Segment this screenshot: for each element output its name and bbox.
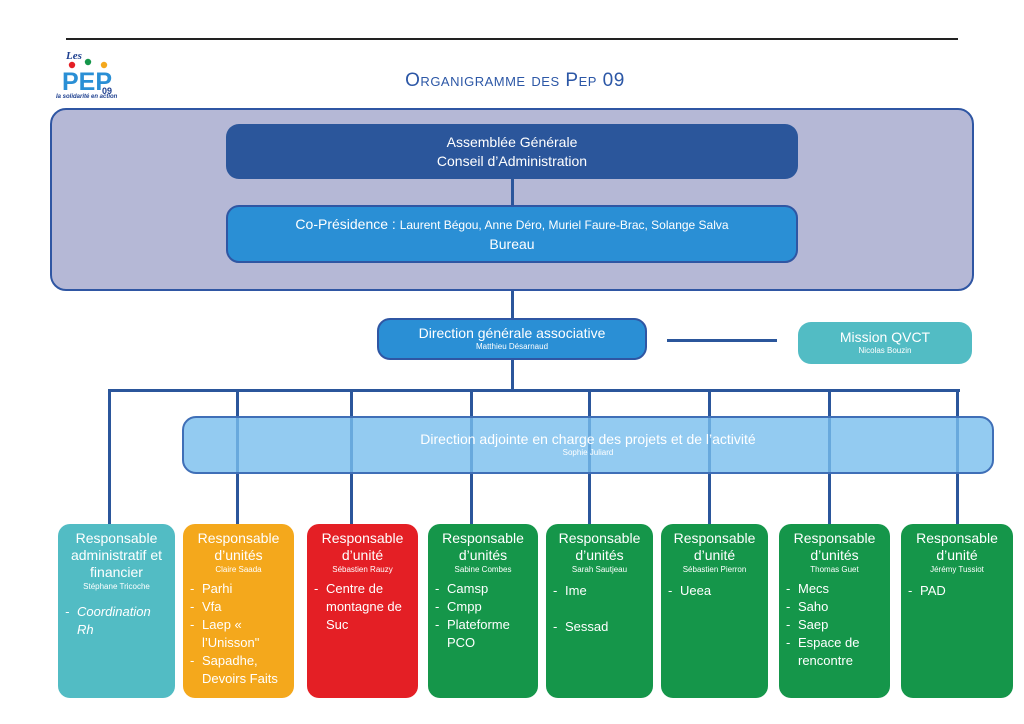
- dga-name: Matthieu Désarnaud: [475, 342, 549, 351]
- unit-item: Saep: [784, 616, 885, 634]
- assemblee-generale-box: Assemblée Générale Conseil d’Administrat…: [226, 124, 798, 179]
- unit-item-list: PAD: [906, 582, 1008, 600]
- unit-manager-name: Claire Saada: [215, 565, 262, 574]
- copresidence-row: Co-Présidence : Laurent Bégou, Anne Déro…: [228, 215, 796, 235]
- page-title: Organigramme des Pep 09: [405, 70, 625, 91]
- qvct-title: Mission QVCT: [839, 329, 931, 345]
- top-rule: [66, 38, 958, 40]
- logo-tagline: la solidarité en action: [56, 94, 118, 100]
- unit-card-sautjeau: Responsable d’unités Sarah Sautjeau Ime …: [546, 524, 653, 698]
- unit-item-list: Coordination Rh: [63, 603, 170, 639]
- connector-dga-qvct: [667, 339, 777, 342]
- direction-generale-box: Direction générale associative Matthieu …: [377, 318, 647, 360]
- bureau-label: Bureau: [489, 235, 535, 252]
- mission-qvct-box: Mission QVCT Nicolas Bouzin: [798, 322, 972, 364]
- unit-item-list: Ime Sessad: [551, 582, 648, 636]
- connector-ag-copresidence: [511, 179, 514, 205]
- unit-title: Responsable d’unité: [321, 530, 404, 563]
- unit-item: Coordination Rh: [63, 603, 170, 639]
- unit-manager-name: Sabine Combes: [454, 565, 512, 574]
- unit-item-list: Mecs Saho Saep Espace de rencontre: [784, 580, 885, 670]
- assembly-line1: Assemblée Générale: [446, 133, 578, 150]
- unit-item: Centre de montagne de Suc: [312, 580, 413, 634]
- copresidence-label: Co-Présidence :: [295, 215, 396, 232]
- unit-title: Responsable d’unités: [442, 530, 524, 563]
- connector-panel-dga: [511, 291, 514, 318]
- unit-manager-name: Sébastien Rauzy: [332, 565, 393, 574]
- unit-item-list: Parhi Vfa Laep « l’Unisson" Sapadhe, Dev…: [188, 580, 289, 688]
- unit-card-rauzy: Responsable d’unité Sébastien Rauzy Cent…: [307, 524, 418, 698]
- unit-item: Parhi: [188, 580, 289, 598]
- pep-logo: Les PEP 09: [58, 48, 122, 104]
- unit-item: PAD: [906, 582, 1008, 600]
- unit-card-admin-finance: Responsable administratif et financier S…: [58, 524, 175, 698]
- unit-item: Sessad: [551, 618, 648, 636]
- connector-dga-bus: [511, 360, 514, 390]
- unit-card-combes: Responsable d’unités Sabine Combes Camsp…: [428, 524, 538, 698]
- unit-card-pierron: Responsable d’unité Sébastien Pierron Ue…: [661, 524, 768, 698]
- direction-adjointe-box: Direction adjointe en charge des projets…: [182, 416, 994, 474]
- unit-title: Responsable d’unité: [916, 530, 998, 563]
- unit-item-list: Ueea: [666, 582, 763, 600]
- adjointe-title: Direction adjointe en charge des projets…: [420, 431, 756, 447]
- unit-item: Laep « l’Unisson": [188, 616, 289, 652]
- unit-item-list: Camsp Cmpp Plateforme PCO: [433, 580, 533, 652]
- unit-title: Responsable d’unités: [197, 530, 280, 563]
- unit-item: Saho: [784, 598, 885, 616]
- horizontal-bus: [108, 389, 960, 392]
- qvct-name: Nicolas Bouzin: [858, 346, 912, 355]
- dga-title: Direction générale associative: [418, 325, 606, 341]
- unit-item-list: Centre de montagne de Suc: [312, 580, 413, 634]
- unit-item: Cmpp: [433, 598, 533, 616]
- unit-item: Ueea: [666, 582, 763, 600]
- unit-item: Plateforme PCO: [433, 616, 533, 652]
- unit-item: Ime: [551, 582, 648, 600]
- unit-manager-name: Stéphane Tricoche: [83, 582, 150, 591]
- unit-manager-name: Sarah Sautjeau: [571, 565, 628, 574]
- svg-text:PEP: PEP: [62, 68, 112, 96]
- unit-item: Mecs: [784, 580, 885, 598]
- unit-manager-name: Thomas Guet: [810, 565, 859, 574]
- unit-title: Responsable d’unité: [673, 530, 756, 563]
- drop-line-1: [108, 389, 111, 524]
- adjointe-name: Sophie Juliard: [562, 448, 614, 457]
- assembly-line2: Conseil d’Administration: [436, 152, 588, 169]
- copresidence-box: Co-Présidence : Laurent Bégou, Anne Déro…: [226, 205, 798, 263]
- unit-item: Sapadhe, Devoirs Faits: [188, 652, 289, 688]
- svg-text:Les: Les: [65, 50, 82, 62]
- unit-title: Responsable d’unités: [793, 530, 876, 563]
- unit-manager-name: Sébastien Pierron: [682, 565, 747, 574]
- unit-card-guet: Responsable d’unités Thomas Guet Mecs Sa…: [779, 524, 890, 698]
- unit-item: Vfa: [188, 598, 289, 616]
- unit-title: Responsable d’unités: [558, 530, 641, 563]
- unit-card-tussiot: Responsable d’unité Jérémy Tussiot PAD: [901, 524, 1013, 698]
- unit-card-saada: Responsable d’unités Claire Saada Parhi …: [183, 524, 294, 698]
- copresidence-names: Laurent Bégou, Anne Déro, Muriel Faure-B…: [399, 217, 729, 232]
- unit-manager-name: Jérémy Tussiot: [930, 565, 984, 574]
- unit-item: Camsp: [433, 580, 533, 598]
- svg-text:09: 09: [102, 86, 112, 96]
- unit-item: Espace de rencontre: [784, 634, 885, 670]
- unit-title: Responsable administratif et financier: [70, 530, 163, 580]
